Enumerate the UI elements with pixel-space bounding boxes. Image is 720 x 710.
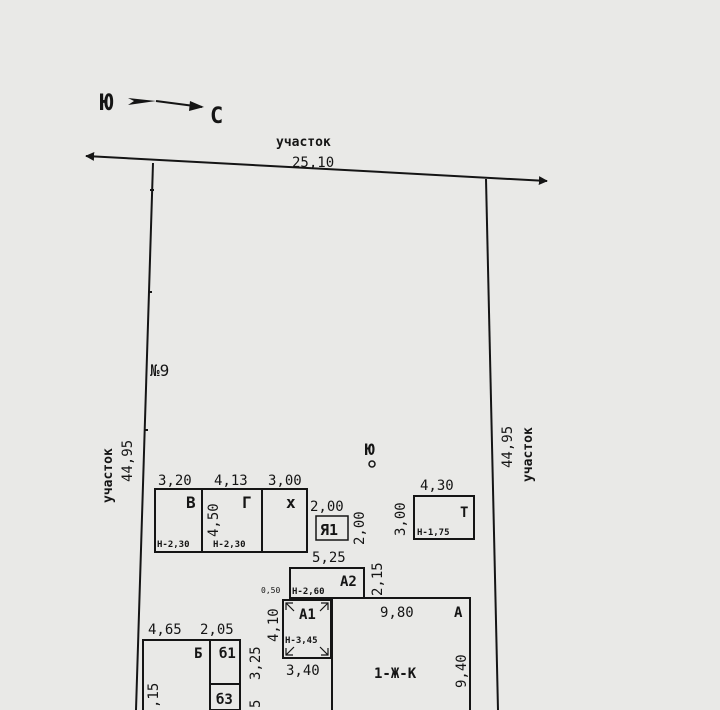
building-ya1: Я1 2,00 2,00: [310, 499, 368, 545]
building-v-height: Н-2,30: [157, 540, 190, 550]
building-g-letter: Г: [242, 493, 252, 512]
building-a1-height: Н-3,45: [285, 636, 318, 646]
building-t-width: 4,30: [420, 478, 454, 494]
right-boundary-line: [485, 178, 499, 710]
building-ya1-label: Я1: [320, 521, 338, 539]
building-a2-width: 5,25: [312, 550, 346, 566]
main-house-depth: 9,40: [454, 654, 470, 688]
building-a1-corner-icon: [285, 602, 295, 612]
main-house-letter: А: [454, 605, 463, 621]
building-b1-width: 2,05: [200, 622, 234, 638]
building-a2-height: Н-2,60: [292, 587, 325, 597]
building-ya1-width: 2,00: [310, 499, 344, 515]
left-boundary-line: [135, 162, 154, 710]
left-boundary-ticks: [144, 189, 154, 431]
building-ya1-depth: 2,00: [352, 511, 368, 545]
lot-number-label: №9: [150, 361, 169, 380]
outbuildings-outline: [154, 488, 308, 553]
well-label: Ю: [365, 440, 375, 459]
building-a1-width: 3,40: [286, 663, 320, 679]
building-b-depth: ,15: [146, 683, 162, 708]
building-a1-letter: А1: [299, 607, 316, 623]
building-b-letter: Б: [194, 646, 202, 662]
left-length-label: 44,95: [120, 440, 136, 482]
main-house-use-label: 1-Ж-К: [374, 666, 417, 682]
main-house-outline: [332, 597, 471, 710]
building-g-depth: 4,50: [206, 503, 222, 537]
building-b1-letter: б1: [219, 646, 236, 662]
top-neighbor-label: участок: [276, 135, 331, 150]
building-b-outline: [142, 639, 241, 710]
building-x-width: 3,00: [268, 473, 302, 489]
main-house-width: 9,80: [380, 605, 414, 621]
outbuildings-block: 3,20 4,13 3,00 4,50 В Г х Н-2,30 Н-2,30: [154, 473, 308, 553]
building-b1-depth: 3,25: [248, 646, 264, 680]
compass-north-label: С: [210, 104, 223, 129]
building-a2-letter: А2: [340, 574, 357, 590]
building-t-height: Н-1,75: [417, 528, 450, 538]
top-length-label: 25,10: [292, 155, 334, 171]
building-b3-letter: б3: [216, 692, 233, 708]
building-t: 4,30 3,00 Т Н-1,75: [393, 478, 475, 540]
right-length-label: 44,95: [500, 426, 516, 468]
compass-south-label: Ю: [100, 91, 114, 116]
main-house-a: 9,80 А 9,40 1-Ж-К: [331, 597, 471, 710]
right-neighbor-label: участок: [521, 427, 536, 482]
compass: Ю С: [100, 91, 223, 129]
building-g-height: Н-2,30: [213, 540, 246, 550]
compass-arrowhead-icon: [189, 101, 204, 111]
building-t-depth: 3,00: [393, 502, 409, 536]
building-a1-corner-icon: [285, 646, 295, 656]
building-a2-offset: 0,50: [261, 586, 280, 595]
compass-arrow-icon: [128, 98, 156, 105]
building-b-width: 4,65: [148, 622, 182, 638]
building-b-block: 4,65 2,05 Б б1 б3 3,25 5 ,15: [142, 622, 264, 710]
building-a1-corner-icon: [319, 646, 329, 656]
building-v-width: 3,20: [158, 473, 192, 489]
building-a2-depth: 2,15: [370, 562, 386, 596]
top-boundary-line: [85, 151, 548, 186]
building-a1-corner-icon: [319, 602, 329, 612]
building-v-letter: В: [186, 493, 196, 512]
well-circle-icon: [368, 460, 376, 468]
building-x-letter: х: [286, 493, 296, 512]
building-a1-depth: 4,10: [266, 608, 282, 642]
building-a2: 5,25 2,15 А2 0,50 Н-2,60: [261, 550, 386, 599]
building-t-letter: Т: [460, 505, 468, 521]
building-a1: А1 Н-3,45 4,10 3,40: [266, 599, 332, 679]
left-neighbor-label: участок: [101, 448, 116, 503]
building-g-width: 4,13: [214, 473, 248, 489]
building-b3-depth: 5: [248, 700, 264, 708]
